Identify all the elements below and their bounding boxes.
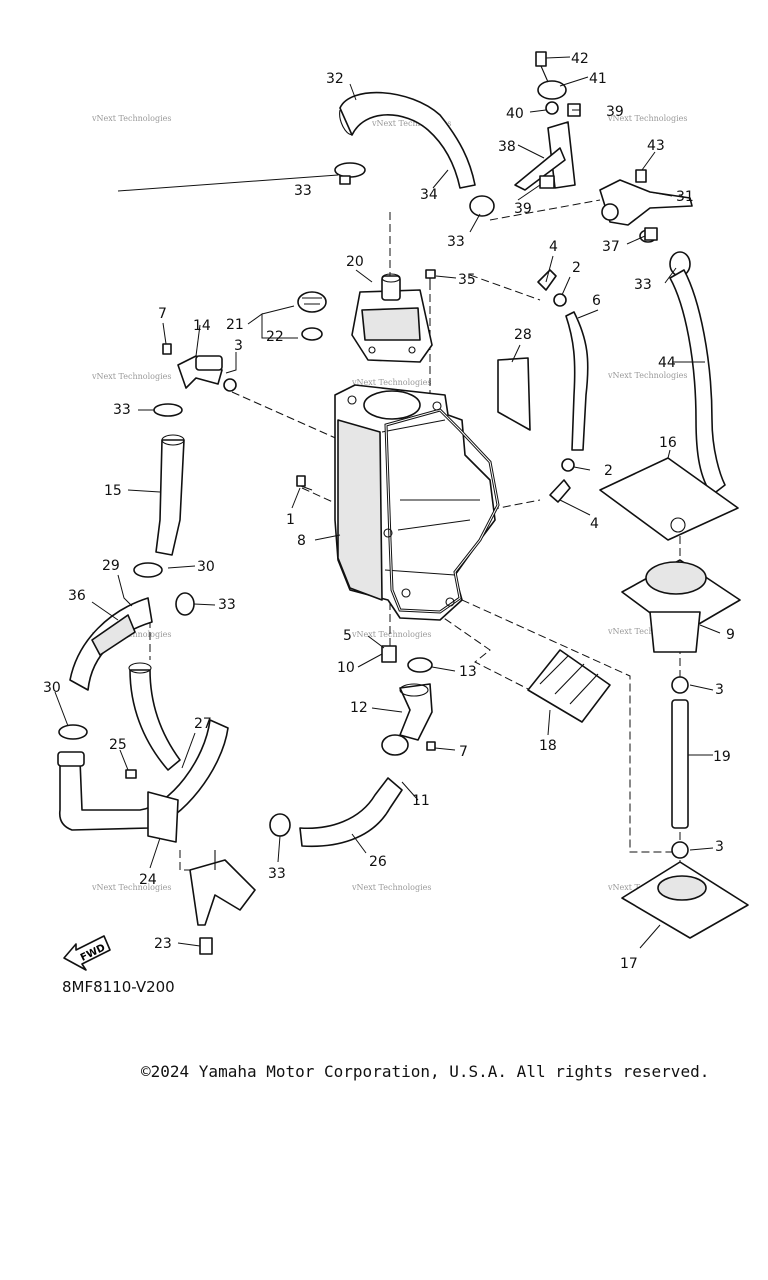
callout-32: 32 [326, 71, 344, 87]
pump-housing [621, 559, 741, 653]
callout-30: 30 [43, 680, 61, 696]
callout-21: 21 [226, 317, 244, 333]
plate-18 [527, 649, 611, 723]
callout-42: 42 [571, 51, 589, 67]
watermark: vNext Technologies [91, 114, 171, 123]
hose-27-upper [129, 669, 181, 771]
watermark: vNext Technologies [351, 630, 431, 639]
left-elbow [177, 355, 237, 392]
callout-3: 3 [715, 839, 724, 855]
hose-15 [155, 439, 185, 556]
copyright-notice: ©2024 Yamaha Motor Corporation, U.S.A. A… [141, 1062, 710, 1081]
hose-26 [299, 777, 403, 848]
callout-2: 2 [572, 260, 581, 276]
filler-cap [297, 291, 327, 341]
callout-36: 36 [68, 588, 86, 604]
watermark: vNext Technologies [607, 627, 687, 636]
callout-33: 33 [268, 866, 286, 882]
callout-17: 17 [620, 956, 638, 972]
callout-41: 41 [589, 71, 607, 87]
callout-30: 30 [197, 559, 215, 575]
plate-16 [599, 457, 739, 541]
drain-assembly [381, 645, 436, 751]
callout-11: 11 [412, 793, 430, 809]
callout-33: 33 [218, 597, 236, 613]
parts-diagram: vNext Technologies vNext Technologies vN… [43, 51, 749, 972]
hose-top [339, 91, 476, 189]
callout-1: 1 [286, 512, 295, 528]
tank-lid [351, 273, 433, 363]
callout-23: 23 [154, 936, 172, 952]
watermark: vNext Technologies [607, 371, 687, 380]
watermark: vNext Technologies [607, 114, 687, 123]
callout-29: 29 [102, 558, 120, 574]
callout-16: 16 [659, 435, 677, 451]
hose-clamps [58, 162, 691, 837]
callout-40: 40 [506, 106, 524, 122]
callout-8: 8 [297, 533, 306, 549]
callout-44: 44 [658, 355, 676, 371]
bolt [425, 269, 436, 290]
callout-37: 37 [602, 239, 620, 255]
watermark: vNext Technologies [351, 378, 431, 387]
bracket [189, 859, 256, 926]
watermark: vNext Technologies [371, 119, 451, 128]
callout-33: 33 [113, 402, 131, 418]
callout-34: 34 [420, 187, 438, 203]
bracket-assembly [514, 51, 693, 241]
callout-38: 38 [498, 139, 516, 155]
callout-39: 39 [606, 104, 624, 120]
callout-20: 20 [346, 254, 364, 270]
callout-3: 3 [715, 682, 724, 698]
callout-4: 4 [549, 239, 558, 255]
callout-33: 33 [294, 183, 312, 199]
hose-right [669, 269, 726, 496]
callout-22: 22 [266, 329, 284, 345]
diagram-code: 8MF8110-V200 [62, 978, 175, 996]
callout-7: 7 [158, 306, 167, 322]
callout-19: 19 [713, 749, 731, 765]
callout-12: 12 [350, 700, 368, 716]
callout-7: 7 [459, 744, 468, 760]
callout-35: 35 [458, 272, 476, 288]
callout-9: 9 [726, 627, 735, 643]
leader-lines [54, 56, 721, 949]
callout-6: 6 [592, 293, 601, 309]
watermark: vNext Technologies [91, 372, 171, 381]
oring [671, 841, 689, 859]
pipe-19 [671, 699, 689, 829]
callout-33: 33 [447, 234, 465, 250]
callout-27: 27 [194, 716, 212, 732]
watermark: vNext Technologies [91, 883, 171, 892]
callout-13: 13 [459, 664, 477, 680]
grommet [147, 791, 179, 843]
callout-4: 4 [590, 516, 599, 532]
callout-28: 28 [514, 327, 532, 343]
forward-arrow: FWD [63, 935, 111, 971]
fasteners [162, 343, 313, 491]
sheet [497, 357, 531, 431]
callout-18: 18 [539, 738, 557, 754]
callout-26: 26 [369, 854, 387, 870]
callout-labels: 1 2 2 3 3 3 3 4 4 5 6 7 7 8 9 10 11 12 1… [43, 51, 735, 972]
watermark: vNext Technologies [351, 883, 431, 892]
callout-15: 15 [104, 483, 122, 499]
callout-5: 5 [343, 628, 352, 644]
small-tubes [553, 293, 589, 472]
oring [671, 676, 689, 694]
callout-2: 2 [604, 463, 613, 479]
callout-10: 10 [337, 660, 355, 676]
callout-14: 14 [193, 318, 211, 334]
callout-39: 39 [514, 201, 532, 217]
callout-33: 33 [634, 277, 652, 293]
callout-43: 43 [647, 138, 665, 154]
callout-24: 24 [139, 872, 157, 888]
screw [125, 769, 137, 779]
callout-25: 25 [109, 737, 127, 753]
water-tank [334, 384, 500, 621]
callout-3: 3 [234, 338, 243, 354]
callout-31: 31 [676, 189, 694, 205]
